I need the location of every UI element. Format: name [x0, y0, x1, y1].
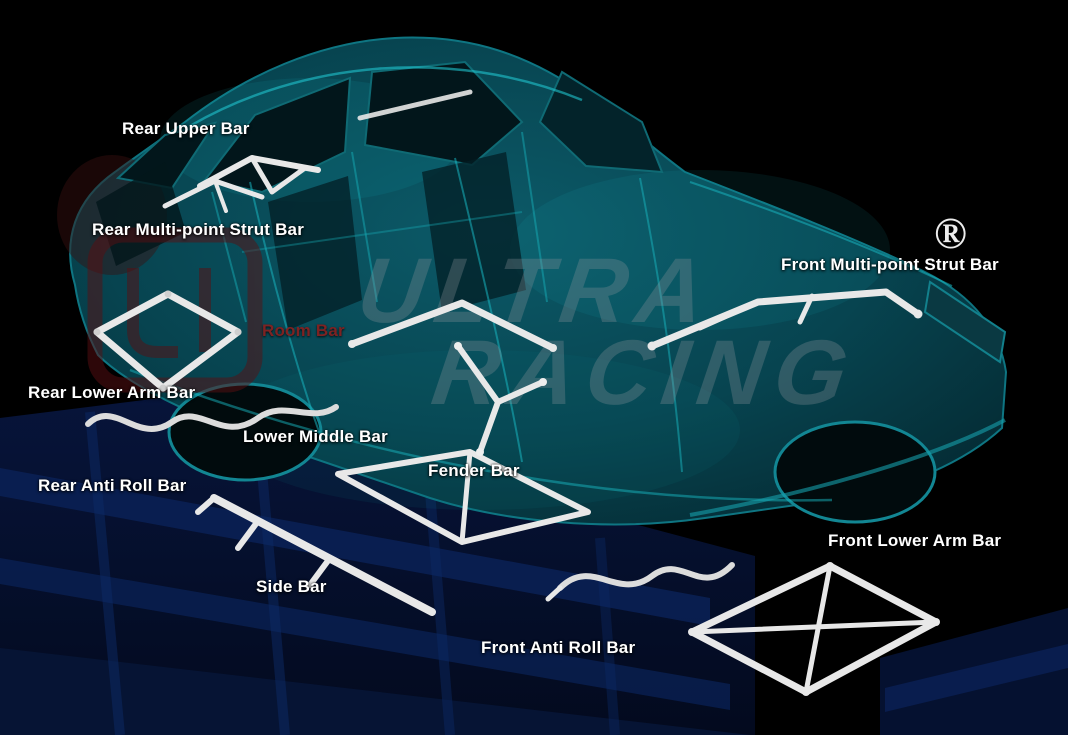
- label-front-anti-roll-bar: Front Anti Roll Bar: [481, 638, 636, 657]
- label-side-bar: Side Bar: [256, 577, 327, 596]
- watermark-line2: RACING: [426, 320, 863, 423]
- rear-upper-bar-graphic: [197, 89, 473, 195]
- front-anti-roll-bar-graphic: [545, 562, 735, 602]
- label-front-lower-arm-bar: Front Lower Arm Bar: [828, 531, 1002, 550]
- rear-multi-point-strut-bar-graphic: [162, 178, 265, 213]
- front-multi-point-strut-bar-graphic: [647, 288, 923, 351]
- label-front-multi-point-strut-bar: Front Multi-point Strut Bar: [781, 255, 999, 274]
- ultra-racing-logo-watermark: [87, 227, 263, 393]
- label-room-bar: Room Bar: [262, 321, 345, 340]
- front-lower-arm-bar-graphic: [688, 562, 940, 696]
- assembly-jig: [0, 398, 1068, 735]
- label-rear-lower-arm-bar: Rear Lower Arm Bar: [28, 383, 196, 402]
- label-rear-upper-bar: Rear Upper Bar: [122, 119, 250, 138]
- room-bar-graphic: [348, 299, 557, 352]
- car-body-shell: [57, 36, 1008, 526]
- label-lower-middle-bar: Lower Middle Bar: [243, 427, 388, 446]
- label-rear-anti-roll-bar: Rear Anti Roll Bar: [38, 476, 187, 495]
- registered-trademark-symbol: ®: [934, 209, 967, 258]
- rear-lower-arm-bar-graphic: [93, 290, 242, 392]
- watermark-text: ULTRA RACING: [352, 238, 864, 423]
- side-bar-graphic: [195, 494, 436, 616]
- fender-bar-graphic: [454, 342, 547, 456]
- label-rear-multi-point-strut-bar: Rear Multi-point Strut Bar: [92, 220, 305, 239]
- rear-anti-roll-bar-graphic: [85, 404, 339, 432]
- lower-middle-bar-graphic: [335, 449, 591, 545]
- label-fender-bar: Fender Bar: [428, 461, 520, 480]
